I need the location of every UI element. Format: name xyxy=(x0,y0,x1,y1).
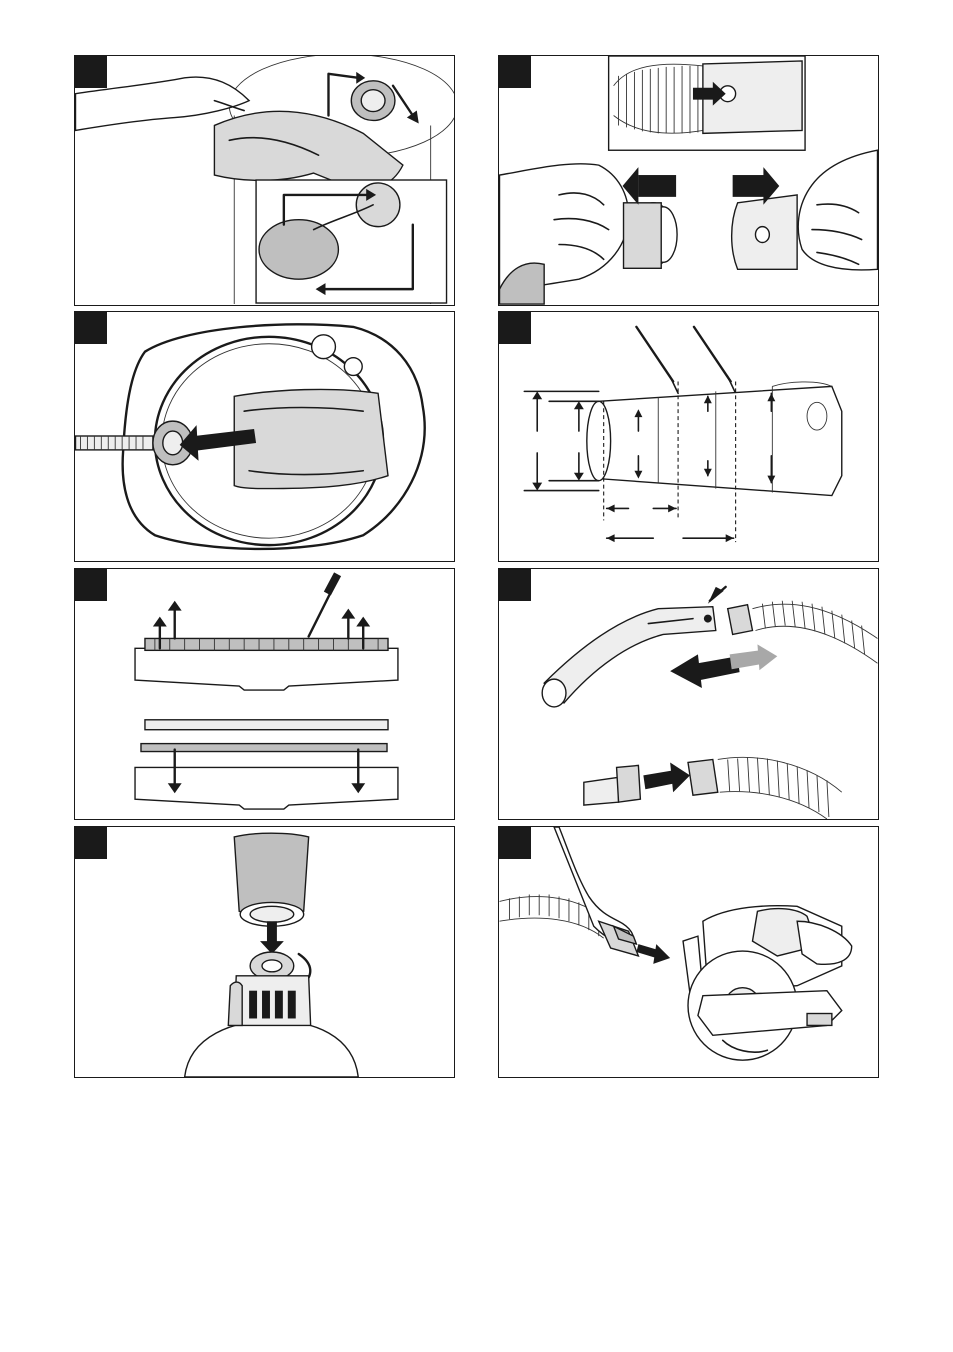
panel-number-badge xyxy=(75,312,107,344)
adapter-diameters-illustration xyxy=(499,312,878,561)
panel-number-badge xyxy=(75,56,107,88)
panel-power-tool-connect xyxy=(498,826,879,1078)
hose-adapter-illustration xyxy=(499,56,878,305)
panel-suction-tube-connect xyxy=(498,568,879,820)
panel-number-badge xyxy=(75,569,107,601)
insert-filter-bag-illustration xyxy=(75,312,454,561)
panel-number-badge xyxy=(499,312,531,344)
panel-remove-filter-bag xyxy=(74,55,455,306)
panel-cartridge-filter xyxy=(74,826,455,1078)
panel-adapter-diameters xyxy=(498,311,879,562)
remove-filter-bag-illustration xyxy=(75,56,454,305)
suction-tube-illustration xyxy=(499,569,878,819)
cartridge-filter-illustration xyxy=(75,827,454,1077)
panel-hose-adapter-detach xyxy=(498,55,879,306)
panel-floor-nozzle-strips xyxy=(74,568,455,820)
floor-nozzle-illustration xyxy=(75,569,454,819)
panel-number-badge xyxy=(499,56,531,88)
panel-insert-filter-bag xyxy=(74,311,455,562)
panel-number-badge xyxy=(499,569,531,601)
panel-number-badge xyxy=(75,827,107,859)
power-tool-illustration xyxy=(499,827,878,1077)
panel-number-badge xyxy=(499,827,531,859)
